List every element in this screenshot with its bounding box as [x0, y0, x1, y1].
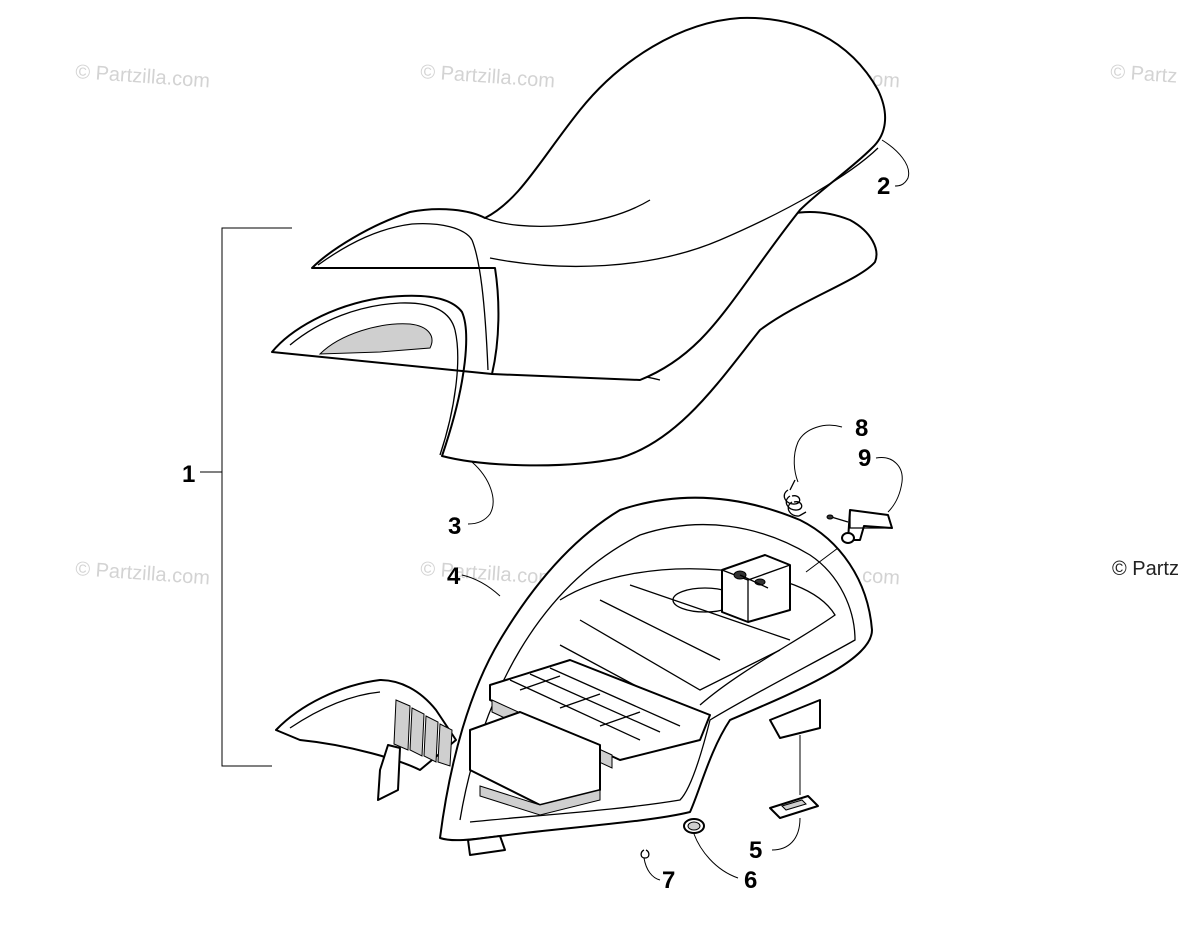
callouts: 1 2 3 4 5 6 7 8 9 [182, 173, 890, 894]
latch-housing [721, 554, 791, 623]
callout-1: 1 [182, 461, 195, 488]
watermark: © Partzilla.com [75, 558, 211, 589]
callout-9: 9 [858, 445, 871, 472]
latch-part [826, 509, 893, 544]
base-ribs [393, 699, 453, 767]
grommet-part [683, 818, 705, 834]
watermark: © Partz [1110, 61, 1178, 88]
callout-7: 7 [662, 867, 675, 894]
callout-4: 4 [447, 563, 461, 590]
seat-cover-part [311, 16, 887, 381]
callout-2: 2 [877, 173, 890, 200]
watermark: © Partzilla.com [420, 558, 556, 589]
pad-part [769, 795, 819, 819]
callout-3: 3 [448, 513, 461, 540]
assembly-bracket [200, 227, 292, 767]
callout-5: 5 [749, 837, 762, 864]
clip-part [640, 849, 650, 859]
callout-6: 6 [744, 867, 757, 894]
callout-8: 8 [855, 415, 868, 442]
watermark: © Partzilla.com [420, 61, 556, 92]
leader-lines [461, 139, 910, 881]
watermark: © Partz [1112, 558, 1179, 580]
watermark: © Partzilla.com [75, 61, 211, 92]
seat-base-part [275, 496, 873, 856]
latch-spring-part [783, 479, 807, 517]
